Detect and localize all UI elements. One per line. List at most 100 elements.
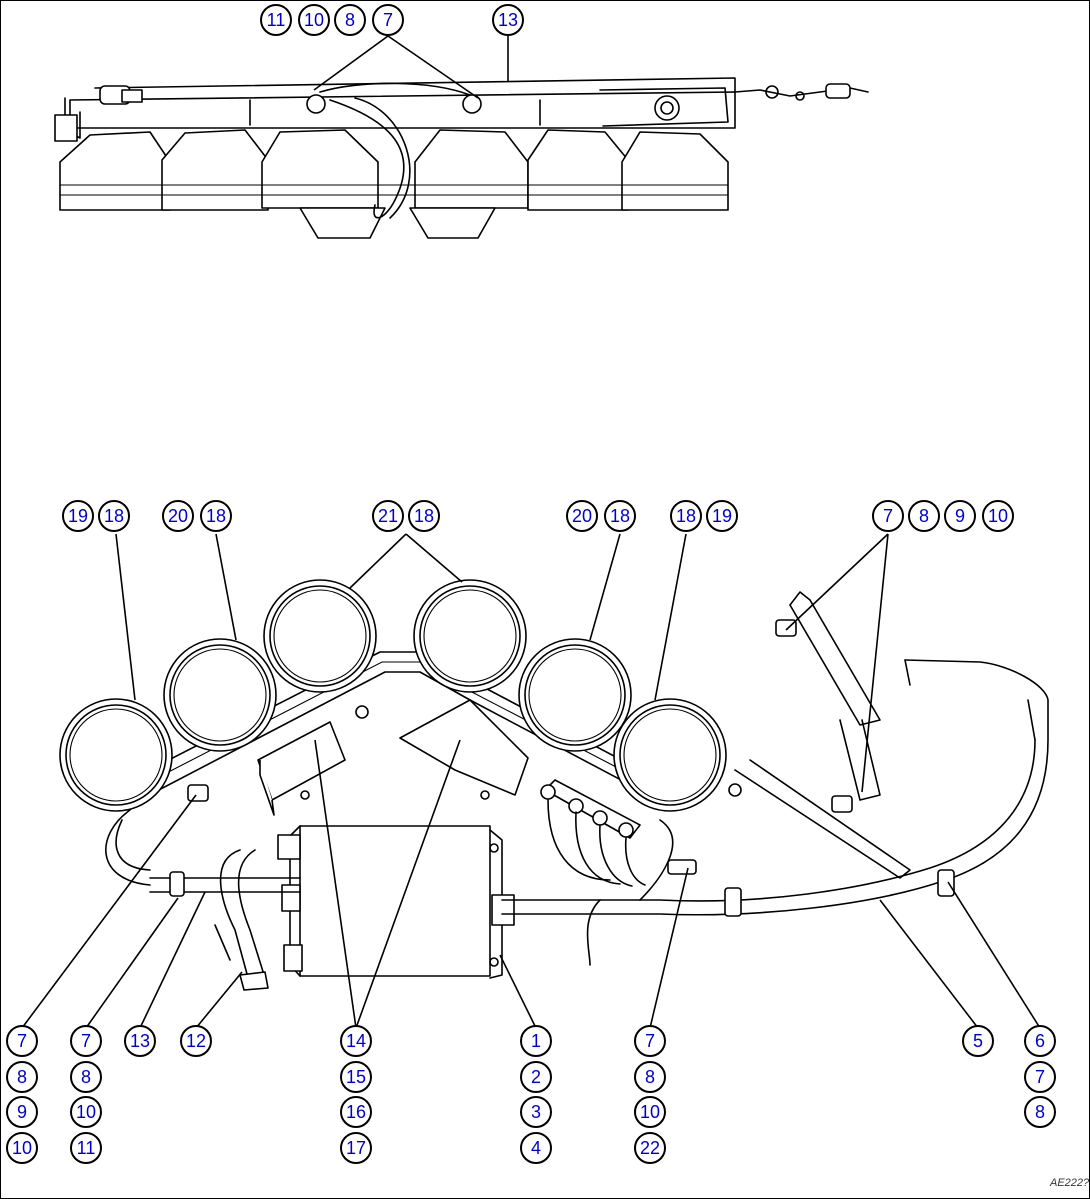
callout: 10 — [298, 4, 330, 36]
svg-text:7: 7 — [17, 1031, 27, 1051]
svg-text:22: 22 — [640, 1138, 660, 1158]
callout: 8 — [1024, 1096, 1056, 1128]
gauge-4 — [413, 579, 527, 693]
svg-text:2: 2 — [531, 1067, 541, 1087]
svg-text:19: 19 — [712, 506, 732, 526]
svg-text:10: 10 — [988, 506, 1008, 526]
callout: 15 — [340, 1061, 372, 1093]
svg-text:8: 8 — [17, 1067, 27, 1087]
callout: 7 — [70, 1025, 102, 1057]
svg-text:7: 7 — [81, 1031, 91, 1051]
callout: 5 — [962, 1025, 994, 1057]
svg-text:9: 9 — [17, 1102, 27, 1122]
svg-text:10: 10 — [640, 1102, 660, 1122]
callout: 18 — [604, 500, 636, 532]
svg-text:18: 18 — [414, 506, 434, 526]
callout: 4 — [520, 1132, 552, 1164]
svg-text:4: 4 — [531, 1138, 541, 1158]
svg-text:13: 13 — [130, 1031, 150, 1051]
svg-text:6: 6 — [1035, 1031, 1045, 1051]
callout: 18 — [670, 500, 702, 532]
gauge-1 — [59, 698, 173, 812]
svg-text:11: 11 — [77, 1138, 96, 1158]
callout: 7 — [372, 4, 404, 36]
gauge-2 — [163, 638, 277, 752]
svg-text:20: 20 — [168, 506, 188, 526]
callout: 22 — [634, 1132, 666, 1164]
callout: 2 — [520, 1061, 552, 1093]
callout: 8 — [634, 1061, 666, 1093]
callout: 8 — [334, 4, 366, 36]
callout: 21 — [372, 500, 404, 532]
callout: 8 — [70, 1061, 102, 1093]
callout: 1 — [520, 1025, 552, 1057]
svg-text:1: 1 — [531, 1031, 541, 1051]
svg-text:18: 18 — [676, 506, 696, 526]
svg-text:11: 11 — [267, 10, 286, 30]
callout: 14 — [340, 1025, 372, 1057]
svg-text:3: 3 — [531, 1102, 541, 1122]
svg-text:10: 10 — [76, 1102, 96, 1122]
callout: 18 — [200, 500, 232, 532]
top-view-assembly — [54, 77, 869, 239]
svg-text:21: 21 — [378, 506, 398, 526]
svg-text:7: 7 — [883, 506, 893, 526]
callout: 8 — [6, 1061, 38, 1093]
svg-text:5: 5 — [973, 1031, 983, 1051]
callout: 7 — [872, 500, 904, 532]
callout: 6 — [1024, 1025, 1056, 1057]
callout: 20 — [566, 500, 598, 532]
callout: 10 — [6, 1132, 38, 1164]
svg-text:16: 16 — [346, 1102, 366, 1122]
svg-text:8: 8 — [1035, 1102, 1045, 1122]
callout: 11 — [70, 1132, 102, 1164]
svg-text:13: 13 — [498, 10, 518, 30]
svg-text:9: 9 — [955, 506, 965, 526]
svg-text:19: 19 — [68, 506, 88, 526]
callout: 17 — [340, 1132, 372, 1164]
callout: 10 — [634, 1096, 666, 1128]
bottom-view-assembly — [59, 579, 1049, 991]
callout: 8 — [908, 500, 940, 532]
svg-text:12: 12 — [186, 1031, 206, 1051]
svg-text:15: 15 — [346, 1067, 366, 1087]
callout: 9 — [6, 1096, 38, 1128]
callout: 19 — [62, 500, 94, 532]
callout: 13 — [492, 4, 524, 36]
callout: 10 — [982, 500, 1014, 532]
svg-text:17: 17 — [346, 1138, 366, 1158]
top-view-leaders — [313, 35, 509, 99]
callout: 3 — [520, 1096, 552, 1128]
callout: 19 — [706, 500, 738, 532]
bottom-view-leaders — [21, 533, 1041, 1029]
callout: 7 — [1024, 1061, 1056, 1093]
gauge-6 — [613, 698, 727, 812]
svg-text:10: 10 — [304, 10, 324, 30]
svg-text:18: 18 — [610, 506, 630, 526]
callout: 12 — [180, 1025, 212, 1057]
gauge-3 — [263, 579, 377, 693]
callout: 7 — [6, 1025, 38, 1057]
svg-text:14: 14 — [346, 1031, 366, 1051]
svg-text:7: 7 — [1035, 1067, 1045, 1087]
gauge-5 — [518, 638, 632, 752]
svg-text:18: 18 — [206, 506, 226, 526]
svg-text:8: 8 — [645, 1067, 655, 1087]
callout: 20 — [162, 500, 194, 532]
callout: 11 — [260, 4, 292, 36]
svg-text:8: 8 — [81, 1067, 91, 1087]
svg-text:8: 8 — [919, 506, 929, 526]
svg-text:7: 7 — [383, 10, 393, 30]
svg-text:20: 20 — [572, 506, 592, 526]
drawing-code: AE222?2 — [1049, 1177, 1090, 1189]
svg-text:8: 8 — [345, 10, 355, 30]
svg-text:18: 18 — [104, 506, 124, 526]
callout: 9 — [944, 500, 976, 532]
callout: 13 — [124, 1025, 156, 1057]
callout: 16 — [340, 1096, 372, 1128]
svg-text:10: 10 — [12, 1138, 32, 1158]
callout: 18 — [98, 500, 130, 532]
